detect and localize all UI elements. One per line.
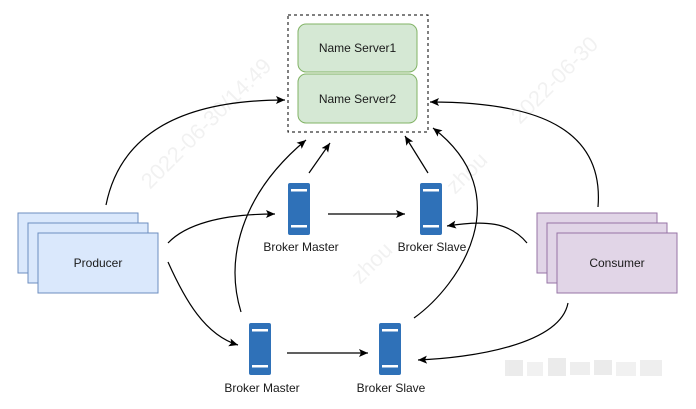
watermark-text: zhou — [441, 147, 492, 198]
producer-node: Producer — [17, 212, 159, 294]
consumer-node: Consumer — [536, 212, 678, 294]
edge-top-master-to-nameserver — [308, 142, 331, 174]
edge-bottom-slave-to-nameserver — [413, 127, 478, 319]
broker-master-top-label: Broker Master — [263, 240, 338, 254]
broker-slave-bottom: Broker Slave — [357, 323, 426, 395]
broker-slave-bottom-label: Broker Slave — [357, 381, 426, 395]
nameserver-cluster-border — [287, 14, 429, 133]
edge-producer-to-bottom-master — [167, 261, 239, 347]
consumer-label: Consumer — [589, 256, 644, 270]
edge-producer-to-nameserver — [105, 96, 286, 206]
edge-consumer-to-nameserver — [429, 98, 599, 208]
nameserver-2-label: Name Server2 — [319, 92, 397, 106]
edge-producer-to-top-master — [167, 210, 276, 244]
broker-master-bottom-label: Broker Master — [224, 381, 299, 395]
nameserver-1-label: Name Server1 — [319, 41, 397, 55]
server-icon — [379, 323, 401, 375]
server-icon — [420, 183, 442, 235]
watermark-text: zhou — [346, 237, 397, 288]
broker-master-bottom: Broker Master — [224, 323, 300, 395]
watermark-text: 2022-06-30/14:49 — [136, 53, 277, 194]
server-icon — [249, 323, 271, 375]
producer-label: Producer — [74, 256, 123, 270]
edge-consumer-to-top-slave — [446, 220, 528, 244]
nameserver-2: Name Server2 — [297, 73, 418, 124]
watermark-text: 2022-06-30 — [506, 31, 603, 128]
edge-bottom-master-to-nameserver — [234, 139, 307, 313]
edge-top-slave-to-nameserver — [404, 135, 429, 174]
nameserver-1: Name Server1 — [297, 23, 418, 73]
edge-consumer-to-bottom-slave — [417, 302, 569, 364]
broker-slave-top: Broker Slave — [398, 183, 467, 254]
broker-slave-top-label: Broker Slave — [398, 240, 467, 254]
redacted-mark — [505, 358, 662, 376]
broker-master-top: Broker Master — [263, 183, 339, 254]
server-icon — [288, 183, 310, 235]
